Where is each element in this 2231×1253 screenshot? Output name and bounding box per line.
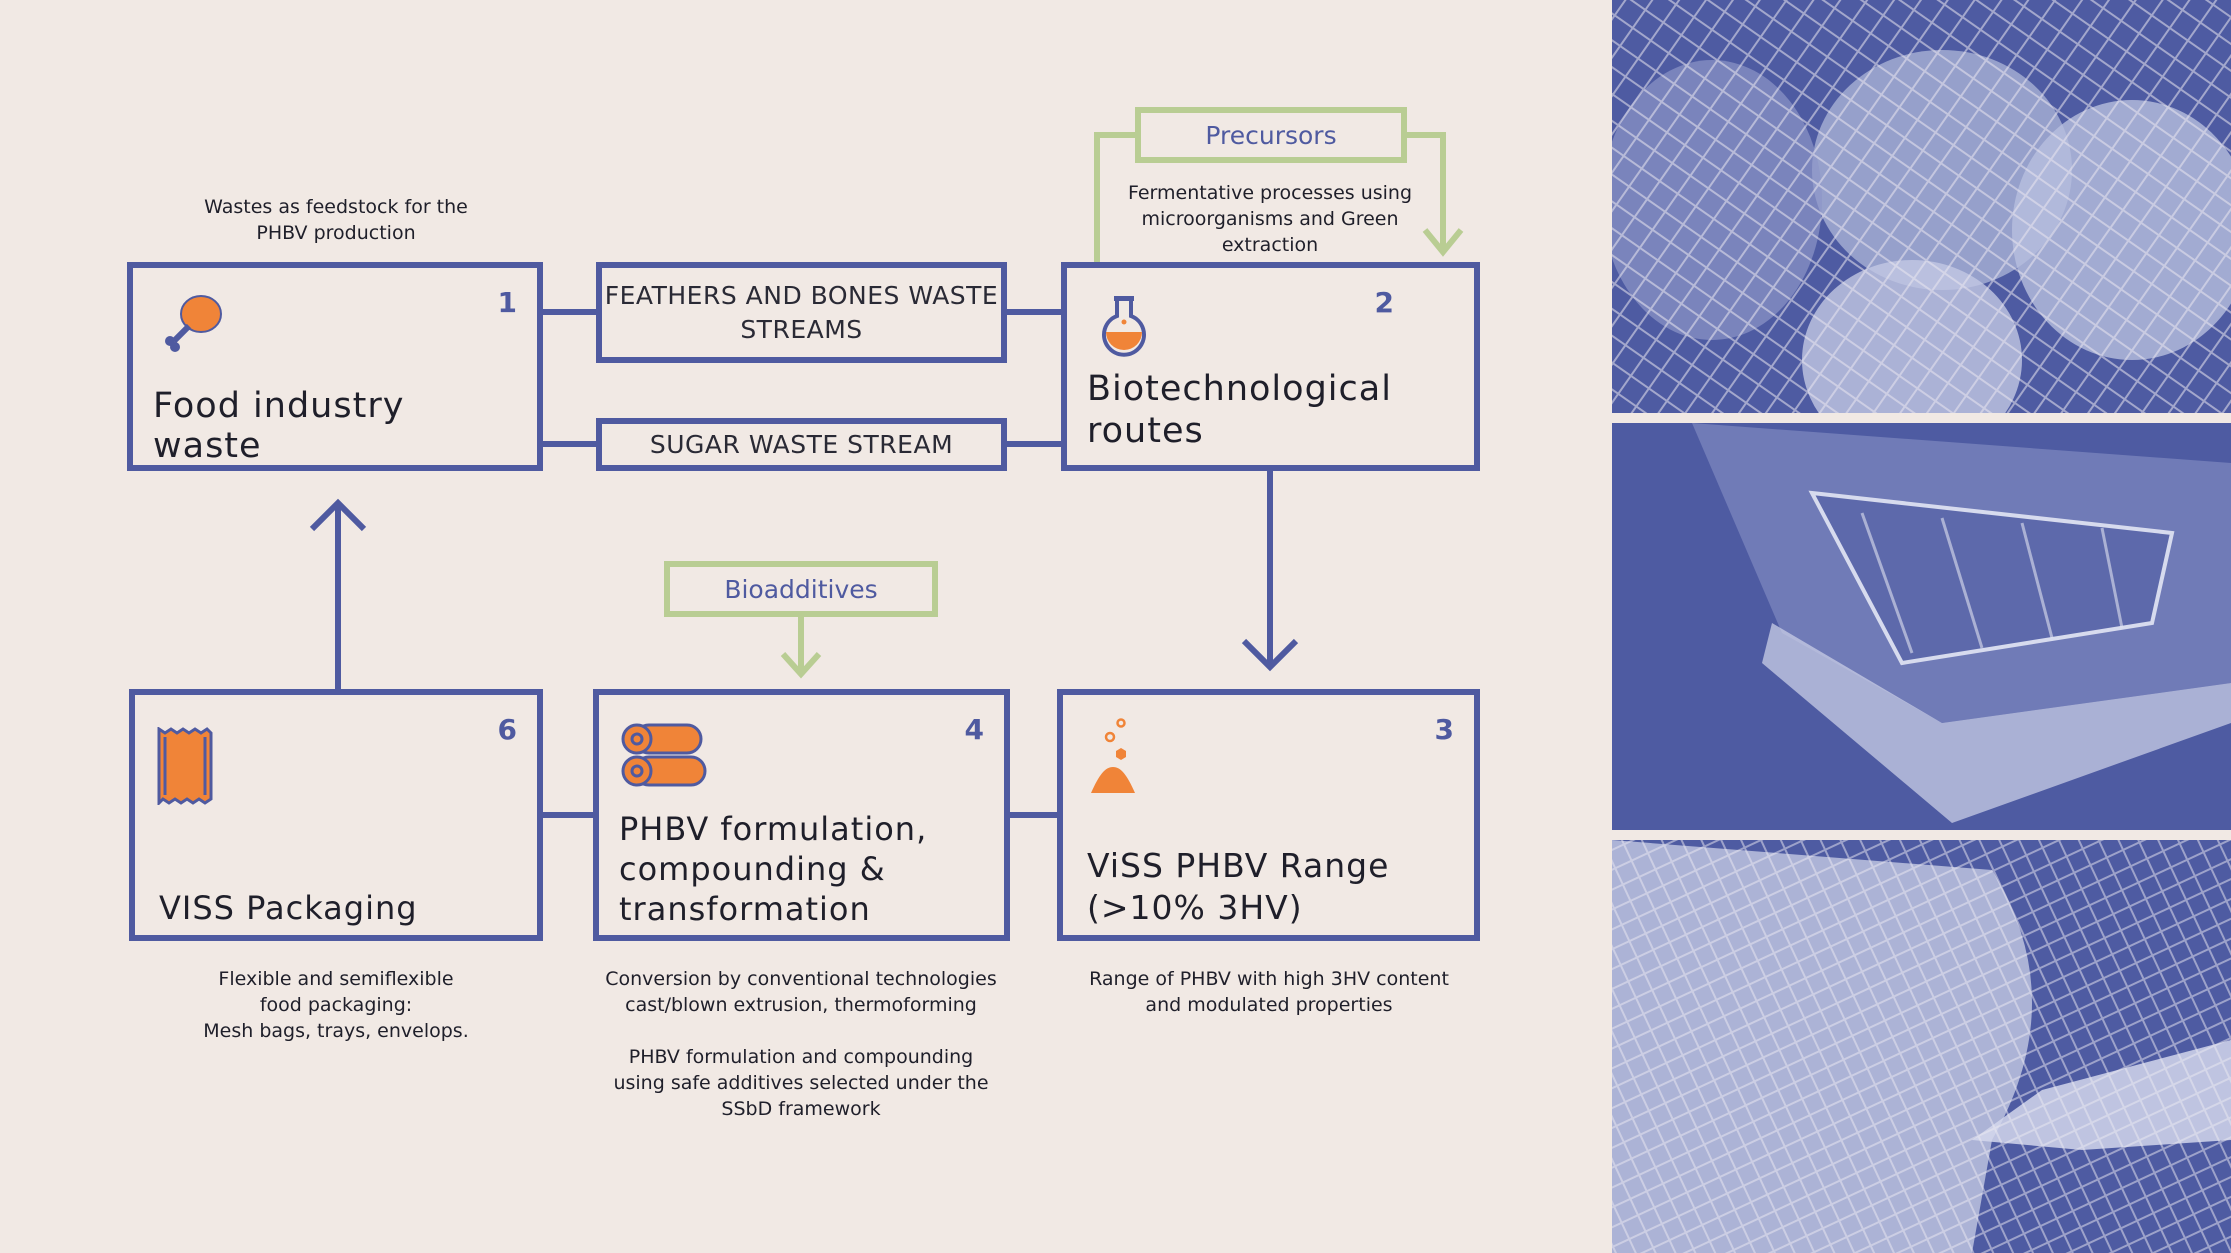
step-1-title: Food industry waste xyxy=(153,386,405,466)
step-6-box: 6 VISS Packaging xyxy=(129,689,543,941)
step-2-title: Biotechnological routes xyxy=(1087,369,1392,451)
step-4-title: PHBV formulation, compounding & transfor… xyxy=(619,810,928,928)
precursors-left-line xyxy=(1094,132,1138,263)
step-6-note: Flexible and semiflexible food packaging… xyxy=(203,968,469,1042)
step-2-note: Fermentative processes using microorgani… xyxy=(1127,182,1413,256)
flask-icon xyxy=(1102,296,1146,357)
step-1-box: 1 Food industry waste xyxy=(127,262,543,471)
precursors-right-line xyxy=(1404,132,1446,248)
step-4-box: 4 PHBV formulation, compounding & transf… xyxy=(593,689,1010,941)
step-6-title: VISS Packaging xyxy=(159,889,418,927)
sugar-stream-box: SUGAR WASTE STREAM xyxy=(596,418,1007,471)
phbv-process-diagram: Wastes as feedstock for the PHBV product… xyxy=(127,107,1480,1120)
step-6-number: 6 xyxy=(497,713,517,746)
precursors-tag: Precursors xyxy=(1135,107,1407,163)
step-3-title: ViSS PHBV Range (>10% 3HV) xyxy=(1087,846,1390,927)
arrow-head-6-1 xyxy=(309,498,367,532)
step-4-note: Conversion by conventional technologies … xyxy=(605,968,997,1120)
connector-lines xyxy=(309,132,1464,818)
step-2-box: 2 Biotechnological routes xyxy=(1061,262,1480,471)
step-3-note: Range of PHBV with high 3HV content and … xyxy=(1089,968,1449,1016)
step-2-number: 2 xyxy=(1374,286,1394,319)
tied-mesh-bag-photo xyxy=(1612,840,2231,1253)
powder-icon xyxy=(1091,718,1135,793)
drumstick-icon xyxy=(165,295,222,352)
step-1-number: 1 xyxy=(497,286,517,319)
arrow-head-2-3 xyxy=(1241,638,1299,672)
feathers-bones-stream-box: FEATHERS AND BONES WASTE STREAMS xyxy=(596,262,1007,363)
photo-column xyxy=(1612,0,2231,1253)
precursors-arrow-head xyxy=(1422,228,1464,257)
step-1-note: Wastes as feedstock for the PHBV product… xyxy=(204,196,468,244)
package-icon xyxy=(157,727,213,805)
film-rolls-icon xyxy=(621,723,707,787)
bioadditives-tag: Bioadditives xyxy=(664,561,938,617)
bioadditives-arrow-head xyxy=(780,651,822,679)
step-4-number: 4 xyxy=(964,713,984,746)
step-3-number: 3 xyxy=(1434,713,1454,746)
step-3-box: 3 ViSS PHBV Range (>10% 3HV) xyxy=(1057,689,1480,941)
mesh-bag-with-fruit-photo xyxy=(1612,0,2231,413)
plastic-tray-photo xyxy=(1612,423,2231,830)
